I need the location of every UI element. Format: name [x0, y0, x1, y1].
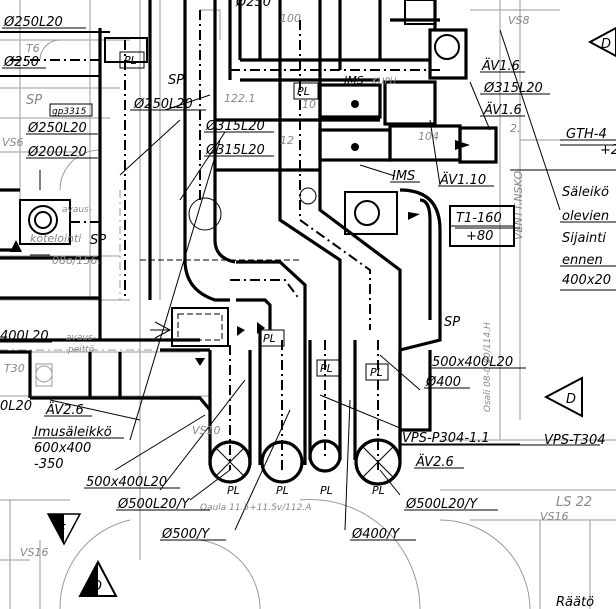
- label-d400Y: Ø400/Y: [351, 527, 400, 542]
- label-sp-4: SP: [444, 315, 460, 330]
- label-vs6: VS6: [2, 136, 24, 149]
- label-104: 104: [418, 130, 439, 143]
- label-olevien: olevien: [562, 209, 609, 224]
- label-pl-6: PL: [227, 484, 240, 497]
- label-t1-80: +80: [466, 229, 493, 244]
- label-peitto: peittö: [67, 345, 95, 355]
- label-vps-t304: VPS-T304: [544, 433, 605, 448]
- label-t6: T6: [26, 42, 40, 55]
- label-sp-1: SP: [168, 73, 184, 88]
- label-d500L20Y-left: Ø500L20/Y: [117, 497, 190, 512]
- label-avaus: avaus-: [62, 205, 92, 215]
- label-imusaleikko: Imusäleikkö: [34, 425, 112, 440]
- label-pl-8: PL: [320, 484, 333, 497]
- label-d315L20-b: Ø315L20: [205, 143, 265, 158]
- label-imus-600x400: 600x400: [34, 441, 91, 456]
- label-sijainti: Sijainti: [562, 231, 606, 246]
- label-d315L20-right: Ø315L20: [483, 81, 543, 96]
- label-ls22: LS 22: [556, 495, 592, 510]
- label-sp-3: SP: [90, 233, 106, 248]
- label-d250-top: Ø250: [235, 0, 271, 10]
- label-t30: T30: [4, 362, 25, 375]
- label-avaus-2: avaus-: [66, 333, 96, 343]
- label-vs16-b: VS16: [20, 546, 49, 559]
- label-d250L20-mid: Ø250L20: [133, 97, 193, 112]
- label-sp-2: SP: [26, 93, 42, 108]
- label-t1-160: T1-160: [456, 211, 502, 226]
- label-pl-7: PL: [276, 484, 289, 497]
- label-pl-9: PL: [372, 484, 385, 497]
- label-pl-4: PL: [320, 362, 333, 375]
- label-vps-p304: VPS-P304-1.1: [402, 431, 490, 446]
- label-av26b: ÄV2.6: [415, 454, 454, 470]
- section-marker-d-bottom-label: D: [92, 579, 102, 594]
- label-vs16: VS16: [540, 510, 569, 523]
- label-400L20: 400L20: [0, 329, 49, 344]
- label-d400: Ø400: [425, 375, 461, 390]
- label-500x400L20-b: 500x400L20: [86, 475, 167, 490]
- label-400x20: 400x20: [562, 273, 611, 288]
- label-d250-left: Ø250: [3, 55, 39, 70]
- label-ims-2: IMS: [392, 169, 415, 184]
- label-raatu: Räätö: [556, 595, 594, 609]
- duct-terminals: [10, 34, 470, 486]
- section-marker-d-top-label: D: [601, 37, 611, 52]
- label-100: 100: [280, 12, 301, 25]
- label-10: 10: [302, 98, 316, 111]
- section-marker-d-top: [587, 26, 616, 58]
- label-gth4: GTH-4: [566, 127, 607, 142]
- label-vs10: VS10: [192, 424, 221, 437]
- label-dims-080: 08o/156.: [52, 254, 101, 267]
- section-markers: D D F D: [46, 26, 616, 597]
- label-gth2: +2: [600, 143, 616, 158]
- label-12: 12: [280, 134, 294, 147]
- label-ventt: VENTT.NSKO: [512, 171, 525, 240]
- label-d500L20Y-right: Ø500L20/Y: [405, 497, 478, 512]
- section-marker-d-right-label: D: [566, 392, 576, 407]
- label-122-1: 122.1: [224, 92, 256, 105]
- label-av110: ÄV1.10: [439, 172, 486, 188]
- label-d250L20-top: Ø250L20: [3, 15, 63, 30]
- label-ennen: ennen: [562, 253, 603, 268]
- label-saleikko: Säleikö: [562, 185, 609, 200]
- label-vs8: VS8: [508, 14, 530, 27]
- label-d200L20: Ø200L20: [27, 145, 87, 160]
- label-oaula: Oaula 11.5+11.5v/112.A: [200, 503, 311, 513]
- label-pl-3: PL: [263, 332, 276, 345]
- label-imus-350: -350: [34, 457, 64, 472]
- label-pl-5: PL: [370, 366, 383, 379]
- label-gp3315: gp3315: [52, 107, 87, 117]
- label-d500Y: Ø500/Y: [161, 527, 210, 542]
- section-marker-d-right: [543, 376, 583, 418]
- label-av16b: ÄV1.6: [483, 102, 522, 118]
- label-d250L20-left: Ø250L20: [27, 121, 87, 136]
- label-kotelointi: kotelointi: [30, 232, 81, 245]
- label-osali: Osali 08-0.80/114.H: [483, 322, 493, 412]
- label-2: 2.: [510, 122, 521, 135]
- leader-lines: [30, 29, 616, 531]
- label-av26: ÄV2.6: [45, 402, 84, 418]
- label-0L20: 0L20: [0, 399, 32, 414]
- label-pl-1: PL: [124, 54, 137, 67]
- label-pl-2: PL: [297, 85, 310, 98]
- section-marker-f-label: F: [58, 523, 66, 538]
- label-d315L20-a: Ø315L20: [205, 119, 265, 134]
- label-kupu: KUPU: [372, 77, 397, 87]
- label-av16: ÄV1.6: [481, 58, 520, 74]
- label-underlines: [0, 27, 616, 541]
- label-500x400L20: 500x400L20: [432, 355, 513, 370]
- label-ims-1: IMS: [344, 74, 364, 87]
